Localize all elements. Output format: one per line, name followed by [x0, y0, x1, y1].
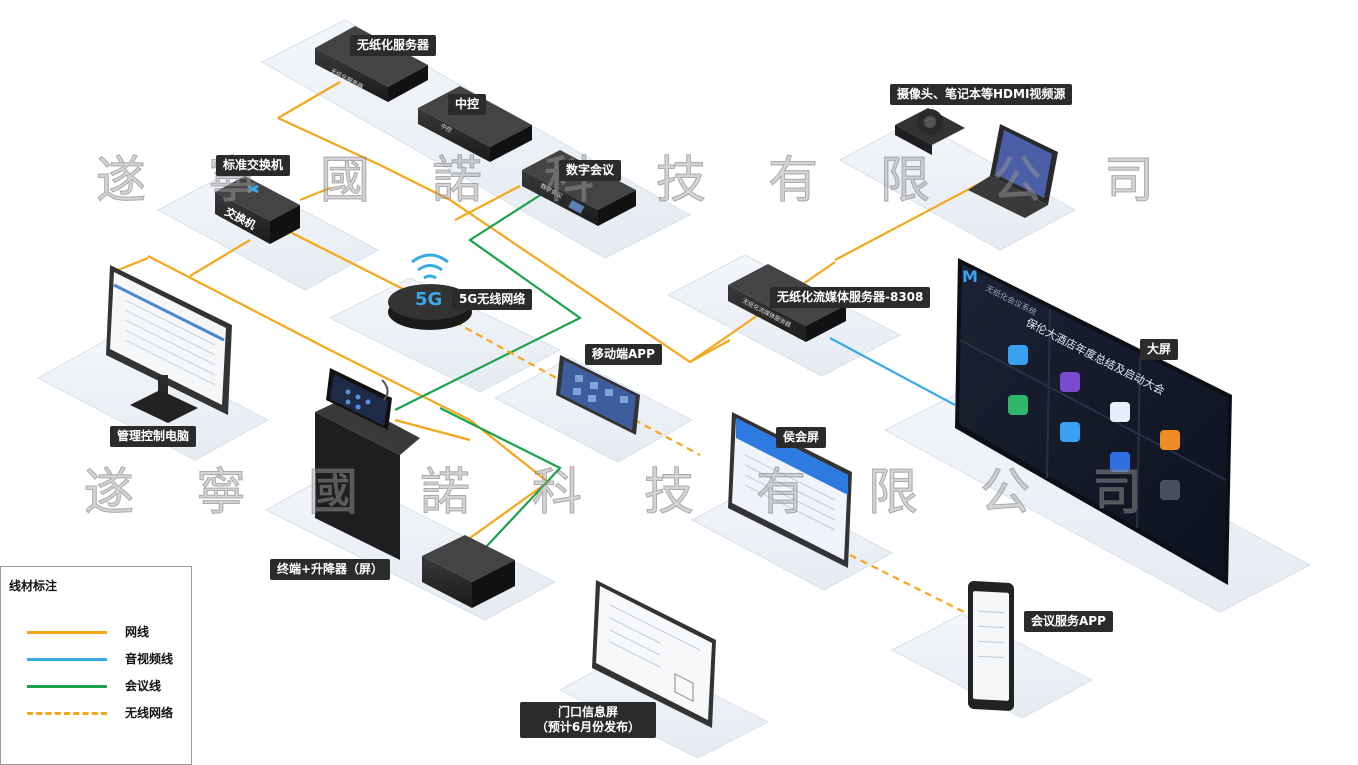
legend-line-network — [27, 631, 107, 634]
label-camera-hdmi: 摄像头、笔记本等HDMI视频源 — [890, 84, 1073, 105]
network-cable — [299, 186, 331, 202]
big-screen-device: 无纸化会议系统 保伦大酒店年度总结及启动大会 M — [955, 258, 1232, 585]
label-big-screen: 大屏 — [1140, 339, 1179, 360]
legend-item-wireless: 无线网络 — [27, 706, 187, 720]
legend-line-wireless — [27, 712, 107, 715]
terminal-host-device — [422, 535, 515, 608]
label-streaming-server: 无纸化流媒体服务器-8308 — [770, 287, 931, 308]
admin-pc-device — [106, 265, 232, 423]
label-door-screen-line-1: 门口信息屏 — [557, 705, 618, 719]
camera-device — [895, 108, 965, 155]
router-5g-device: 5G — [388, 253, 472, 330]
legend-label-wireless: 无线网络 — [125, 706, 174, 720]
terminal-lifter-device — [315, 368, 420, 560]
legend-item-conference: 会议线 — [27, 679, 187, 693]
paperless-server-device: 无纸化服务器 — [315, 26, 428, 102]
network-cable — [277, 117, 731, 364]
av-cable — [829, 337, 956, 406]
label-mobile-app: 移动端APP — [585, 344, 662, 365]
platform-terminal — [264, 471, 557, 621]
label-meeting-service-app: 会议服务APP — [1024, 611, 1113, 632]
legend-label-network: 网线 — [125, 625, 150, 639]
legend-line-av — [27, 658, 107, 661]
network-cable — [289, 231, 406, 291]
legend-item-av: 音视频线 — [27, 652, 187, 666]
wireless-link — [849, 554, 981, 621]
label-door-screen: 门口信息屏 （预计6月份发布） — [520, 702, 656, 738]
platform-camera — [838, 119, 1077, 251]
cable-legend: 线材标注 网线 音视频线 会议线 无线网络 — [0, 566, 192, 765]
legend-title: 线材标注 — [9, 579, 58, 593]
legend-item-network: 网线 — [27, 625, 187, 639]
central-control-device: 中控 — [418, 86, 532, 162]
network-cable — [277, 81, 341, 119]
label-central-control: 中控 — [448, 94, 487, 115]
wireless-link — [454, 321, 701, 456]
legend-label-conference: 会议线 — [125, 679, 162, 693]
conference-cable — [394, 191, 583, 411]
svg-text:M: M — [962, 267, 978, 286]
network-cable — [117, 256, 149, 272]
mobile-tablet-device — [556, 355, 640, 435]
legend-label-av: 音视频线 — [125, 652, 174, 666]
laptop-device — [968, 124, 1058, 218]
network-cable — [189, 239, 251, 277]
label-digital-conference: 数字会议 — [559, 160, 622, 181]
network-cable — [147, 255, 550, 539]
label-paperless-server: 无纸化服务器 — [350, 35, 437, 56]
network-cable — [394, 418, 471, 442]
phone-device — [968, 581, 1014, 711]
five-g-text: 5G — [415, 289, 442, 310]
label-admin-pc: 管理控制电脑 — [110, 426, 197, 447]
platform-5g — [328, 277, 562, 393]
label-switch: 标准交换机 — [216, 155, 291, 176]
label-terminal-lifter: 终端+升降器（屏） — [270, 559, 391, 580]
label-door-screen-line-2: （预计6月份发布） — [535, 720, 641, 734]
network-cable — [454, 185, 521, 221]
label-5g-network: 5G无线网络 — [452, 289, 533, 310]
legend-line-conference — [27, 685, 107, 688]
conference-cable — [439, 407, 562, 549]
door-screen-device — [592, 580, 716, 728]
conference-screen-device — [728, 412, 852, 568]
label-conference-screen: 侯会屏 — [776, 427, 827, 448]
